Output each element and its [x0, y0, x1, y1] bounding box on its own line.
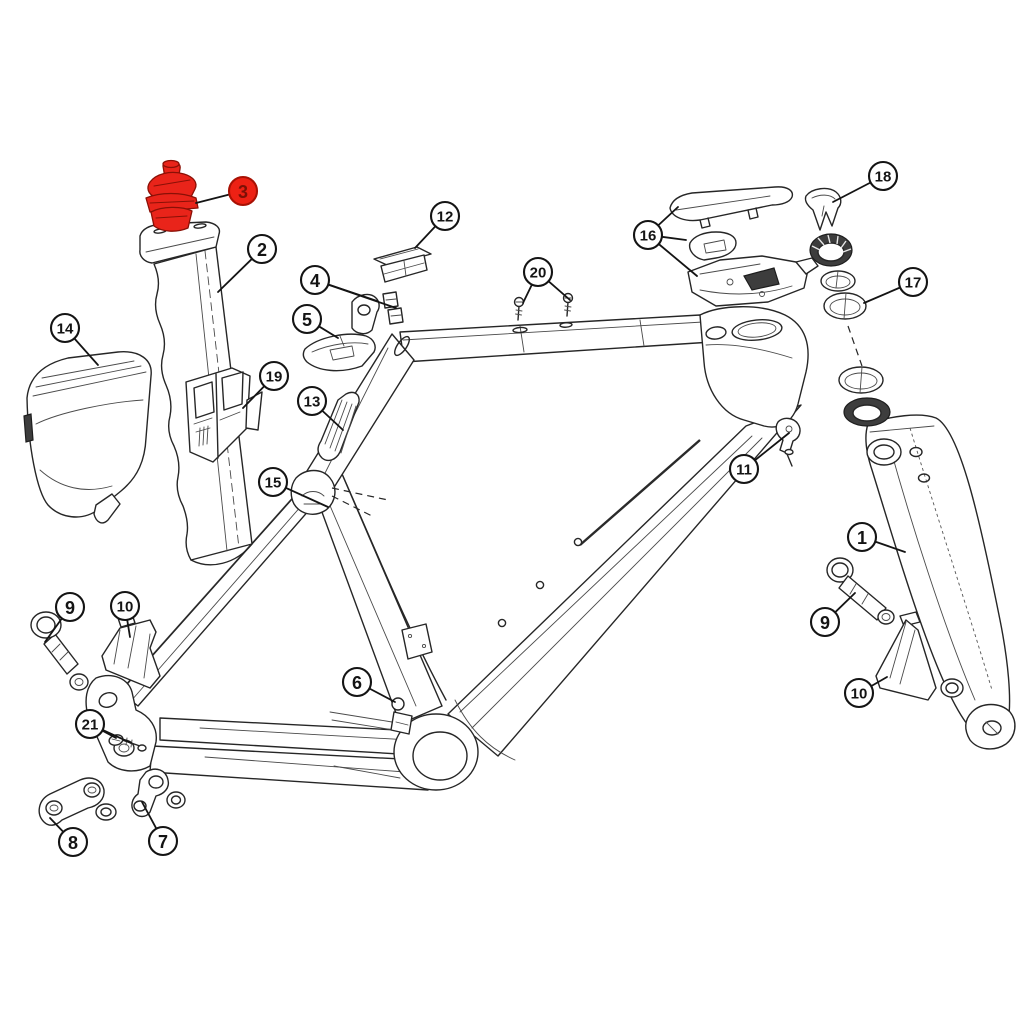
part-drawing-top-tube [399, 314, 713, 363]
svg-text:9: 9 [65, 598, 75, 618]
leader-line-14 [73, 337, 99, 366]
part-callout-4: 4 [299, 264, 331, 296]
part-drawing-head-tube [699, 306, 809, 428]
part-drawing-bottom-bracket-shell [393, 713, 479, 791]
part-callout-14: 14 [49, 312, 81, 344]
leader-line-16-3 [657, 243, 698, 277]
svg-text:21: 21 [82, 717, 99, 734]
part-callout-8: 8 [57, 826, 89, 858]
svg-text:5: 5 [302, 310, 312, 330]
part-callout-15: 15 [257, 466, 289, 498]
part-drawing-derailleur-hanger-8 [38, 777, 117, 826]
part-callout-13: 13 [296, 385, 328, 417]
leader-line-9-left [44, 617, 63, 643]
part-drawing-port-cover-12 [373, 246, 432, 283]
leader-line-5 [317, 325, 339, 339]
leader-line-6 [368, 687, 396, 703]
part-drawing-steerer-wedge-18 [804, 187, 842, 231]
part-drawing-seatpost-clamp-19 [185, 367, 263, 463]
leader-line-19 [242, 385, 266, 409]
svg-text:14: 14 [57, 321, 74, 338]
leader-line-10-left [126, 618, 131, 638]
svg-text:11: 11 [736, 462, 752, 479]
part-callout-20: 20 [522, 256, 554, 288]
svg-text:6: 6 [352, 673, 362, 693]
part-drawing-cable-clip-11 [775, 417, 801, 467]
part-callout-9-left: 9 [54, 591, 86, 623]
part-callout-2: 2 [246, 233, 278, 265]
part-drawing-fork-1 [865, 414, 1016, 750]
leader-line-1 [874, 540, 906, 553]
part-drawing-derailleur-hanger-7 [131, 768, 186, 818]
leader-lines-layer [44, 181, 906, 833]
svg-text:1: 1 [857, 528, 867, 548]
part-drawing-headset-bearings-17 [809, 233, 891, 427]
part-callout-18: 18 [867, 160, 899, 192]
part-drawing-thru-axle-9-right [826, 557, 895, 625]
part-callout-21: 21 [74, 708, 106, 740]
svg-text:19: 19 [266, 369, 283, 386]
leader-line-18 [832, 181, 872, 203]
part-drawing-screws-20 [513, 292, 574, 321]
part-callout-7: 7 [147, 825, 179, 857]
svg-text:16: 16 [640, 228, 657, 245]
part-drawing-cover-assembly-16 [669, 186, 819, 307]
leader-line-10-right [870, 676, 888, 687]
svg-text:8: 8 [68, 833, 78, 853]
svg-text:17: 17 [905, 275, 922, 292]
part-drawing-pivot-bolt-6 [390, 697, 413, 735]
part-callout-1: 1 [846, 521, 878, 553]
part-drawing-seat-tube [311, 473, 447, 725]
part-callout-16: 16 [632, 219, 664, 251]
leader-line-11 [754, 432, 790, 462]
part-drawing-thru-axle-9-left [30, 611, 89, 691]
leader-line-21-1 [101, 729, 117, 739]
leader-line-7 [141, 801, 158, 830]
leader-line-4-2 [327, 283, 397, 309]
svg-text:20: 20 [530, 265, 547, 282]
svg-text:2: 2 [257, 240, 267, 260]
part-drawing-saddle-clamp-3-highlighted [145, 159, 199, 232]
leader-line-3 [195, 193, 231, 204]
part-callout-5: 5 [291, 303, 323, 335]
part-callout-6: 6 [341, 666, 373, 698]
leader-line-20-1 [522, 283, 533, 304]
part-callout-9-right: 9 [809, 606, 841, 638]
leader-line-20-2 [547, 280, 571, 301]
leader-line-15 [284, 486, 329, 508]
leader-line-16-1 [657, 206, 679, 227]
part-callout-3: 3 [227, 175, 259, 207]
svg-text:15: 15 [265, 475, 282, 492]
part-drawing-cable-stop-4 [351, 291, 404, 335]
leader-line-16-2 [661, 235, 687, 241]
part-callout-12: 12 [429, 200, 461, 232]
svg-text:9: 9 [820, 613, 830, 633]
leader-line-9-right [834, 592, 856, 614]
leader-line-17 [863, 286, 901, 304]
svg-text:13: 13 [304, 394, 321, 411]
part-callout-17: 17 [897, 266, 929, 298]
part-drawing-fender-bracket-10-right [875, 611, 937, 701]
svg-text:10: 10 [851, 686, 868, 703]
part-drawing-seat-cluster [290, 469, 389, 517]
svg-text:4: 4 [310, 271, 320, 291]
svg-text:18: 18 [875, 169, 892, 186]
part-callout-10-left: 10 [109, 590, 141, 622]
part-drawing-cover-box-14 [23, 351, 152, 524]
leader-line-21-2 [101, 729, 132, 744]
svg-text:12: 12 [437, 209, 454, 226]
part-drawing-top-tube-cover-5 [302, 333, 376, 372]
leader-line-13 [321, 409, 344, 431]
part-callout-19: 19 [258, 360, 290, 392]
svg-text:10: 10 [117, 599, 134, 616]
leader-line-12 [414, 225, 437, 249]
part-callout-10-right: 10 [843, 677, 875, 709]
part-callout-11: 11 [728, 453, 760, 485]
svg-text:7: 7 [158, 832, 168, 852]
leader-line-8 [49, 817, 65, 833]
leader-line-2 [217, 257, 253, 293]
svg-text:3: 3 [238, 182, 248, 202]
